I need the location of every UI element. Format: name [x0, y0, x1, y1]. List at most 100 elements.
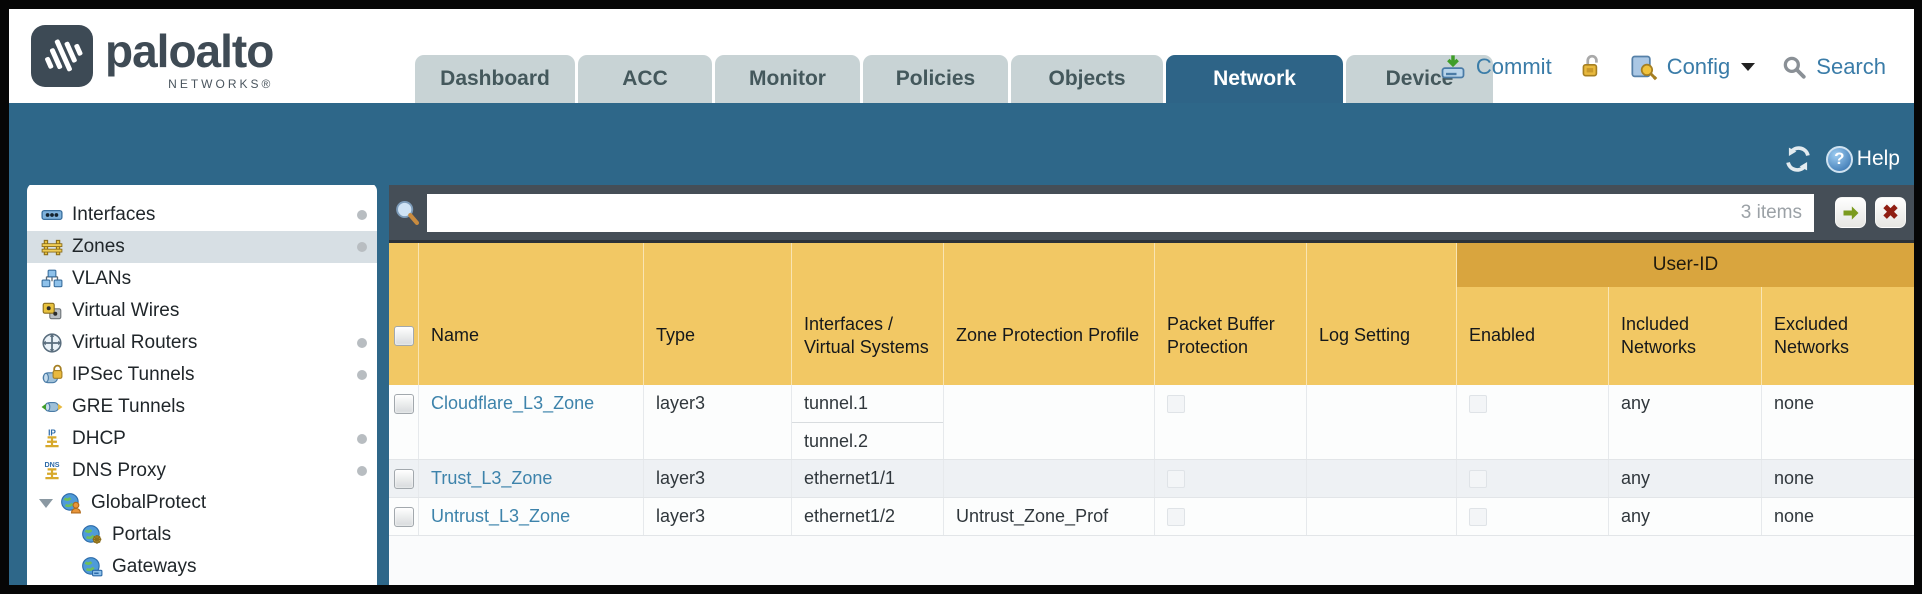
user-id-enabled-checkbox[interactable]	[1469, 394, 1487, 413]
col-header-enabled[interactable]: Enabled	[1457, 287, 1609, 385]
col-header-interfaces[interactable]: Interfaces / Virtual Systems	[792, 243, 944, 385]
collapse-triangle-icon[interactable]	[39, 498, 53, 508]
table-row[interactable]: Cloudflare_L3_Zone layer3 tunnel.1 tunne…	[389, 385, 1914, 460]
ipsec-tunnels-icon	[41, 364, 63, 386]
col-header-log-setting[interactable]: Log Setting	[1307, 243, 1457, 385]
sidebar-item-label: Zones	[72, 236, 125, 257]
col-header-zone-protection-profile[interactable]: Zone Protection Profile	[944, 243, 1155, 385]
col-header-name[interactable]: Name	[419, 243, 644, 385]
col-header-excluded-networks[interactable]: Excluded Networks	[1774, 313, 1850, 357]
sidebar-item-label: Virtual Routers	[72, 332, 198, 353]
search-button[interactable]: Search	[1816, 54, 1886, 79]
packet-buffer-protection-checkbox[interactable]	[1167, 394, 1185, 413]
log-setting	[1307, 498, 1456, 535]
sidebar-item-virtual-routers[interactable]: Virtual Routers	[27, 327, 377, 359]
table-row[interactable]: Trust_L3_Zone layer3 ethernet1/1 any non…	[389, 460, 1914, 498]
zones-icon	[41, 236, 63, 258]
apply-filter-button[interactable]	[1835, 197, 1866, 228]
sidebar-item-vlans[interactable]: VLANs	[27, 263, 377, 295]
commit-button[interactable]: Commit	[1475, 54, 1552, 79]
item-dot	[357, 210, 367, 220]
user-id-enabled-checkbox[interactable]	[1469, 507, 1487, 526]
filter-toolbar: 3 items ✖	[389, 185, 1914, 240]
close-icon: ✖	[1882, 201, 1899, 224]
logo-brand-text: paloalto	[105, 25, 274, 77]
sidebar-item-label: VLANs	[72, 268, 132, 289]
table-header: Name Type Interfaces / Virtual Systems Z…	[389, 243, 1914, 385]
user-id-enabled-checkbox[interactable]	[1469, 469, 1487, 488]
interface-entry: ethernet1/1	[804, 468, 896, 488]
log-setting	[1307, 460, 1456, 497]
included-networks: any	[1621, 506, 1651, 526]
tab-policies[interactable]: Policies	[863, 55, 1008, 103]
globalprotect-icon	[60, 492, 82, 514]
paloalto-wordmark: paloalto NETWORKS®	[105, 25, 274, 91]
help-button[interactable]: ? Help	[1825, 145, 1900, 173]
item-dot	[357, 466, 367, 476]
app-header: paloalto NETWORKS® Dashboard ACC Monitor…	[9, 9, 1914, 103]
clear-filter-button[interactable]: ✖	[1875, 197, 1906, 228]
items-count: 3 items	[1740, 201, 1802, 223]
item-dot	[357, 434, 367, 444]
col-header-packet-buffer-protection[interactable]: Packet Buffer Protection	[1155, 243, 1307, 385]
col-header-type[interactable]: Type	[644, 243, 792, 385]
refresh-icon[interactable]	[1784, 145, 1812, 173]
tab-network[interactable]: Network	[1166, 55, 1343, 103]
tab-device[interactable]: Device	[1346, 55, 1493, 103]
sidebar-item-zones[interactable]: Zones	[27, 231, 377, 263]
dhcp-icon: IP	[41, 428, 63, 450]
sidebar-item-gateways[interactable]: Gateways	[27, 551, 377, 583]
zone-type: layer3	[656, 468, 706, 488]
paloalto-logo-icon	[31, 25, 93, 87]
group-header-user-id: User-ID	[1457, 243, 1914, 287]
item-dot	[357, 242, 367, 252]
sidebar-item-label: DHCP	[72, 428, 126, 449]
tab-monitor[interactable]: Monitor	[715, 55, 860, 103]
row-checkbox[interactable]	[393, 506, 414, 527]
network-sidebar: Interfaces Zones VLANs Vir	[27, 185, 377, 585]
sidebar-item-dns-proxy[interactable]: DNS DNS Proxy	[27, 455, 377, 487]
excluded-networks: none	[1774, 393, 1815, 413]
sidebar-item-globalprotect[interactable]: GlobalProtect	[27, 487, 377, 519]
logo-sub-text: NETWORKS®	[168, 77, 274, 91]
included-networks: any	[1621, 393, 1651, 413]
paloalto-logo: paloalto NETWORKS®	[31, 25, 274, 91]
sidebar-item-label: DNS Proxy	[72, 460, 166, 481]
virtual-wires-icon	[41, 300, 63, 322]
filter-input[interactable]	[427, 193, 1741, 232]
zone-protection-profile	[944, 460, 1154, 497]
packet-buffer-protection-checkbox[interactable]	[1167, 507, 1185, 526]
tab-acc[interactable]: ACC	[578, 55, 712, 103]
packet-buffer-protection-checkbox[interactable]	[1167, 469, 1185, 488]
sidebar-item-dhcp[interactable]: IP DHCP	[27, 423, 377, 455]
header-checkbox-cell	[389, 243, 419, 385]
zone-name-link[interactable]: Untrust_L3_Zone	[431, 506, 571, 526]
filter-input-wrap: 3 items	[427, 193, 1814, 232]
sidebar-item-ipsec-tunnels[interactable]: IPSec Tunnels	[27, 359, 377, 391]
config-icon	[1630, 53, 1658, 81]
sidebar-item-label: GlobalProtect	[91, 492, 207, 513]
virtual-routers-icon	[41, 332, 63, 354]
select-all-checkbox[interactable]	[393, 326, 414, 346]
tab-dashboard[interactable]: Dashboard	[415, 55, 575, 103]
dns-proxy-icon: DNS	[41, 460, 63, 482]
sidebar-item-label: GRE Tunnels	[72, 396, 185, 417]
zone-name-link[interactable]: Cloudflare_L3_Zone	[431, 393, 595, 413]
banner-actions: ? Help	[1784, 145, 1900, 173]
row-checkbox[interactable]	[393, 393, 414, 414]
lock-icon[interactable]	[1578, 54, 1604, 80]
log-setting	[1307, 385, 1456, 422]
sidebar-item-label: Portals	[112, 524, 172, 545]
tab-objects[interactable]: Objects	[1011, 55, 1163, 103]
chevron-down-icon[interactable]	[1741, 63, 1756, 71]
config-menu[interactable]: Config	[1666, 54, 1731, 79]
zone-name-link[interactable]: Trust_L3_Zone	[431, 468, 553, 488]
table-row[interactable]: Untrust_L3_Zone layer3 ethernet1/2 Untru…	[389, 498, 1914, 536]
sidebar-item-interfaces[interactable]: Interfaces	[27, 199, 377, 231]
sidebar-item-virtual-wires[interactable]: Virtual Wires	[27, 295, 377, 327]
col-header-included-networks[interactable]: Included Networks	[1609, 287, 1762, 385]
row-checkbox[interactable]	[393, 468, 414, 489]
sidebar-item-portals[interactable]: Portals	[27, 519, 377, 551]
gre-tunnels-icon	[41, 396, 63, 418]
sidebar-item-gre-tunnels[interactable]: GRE Tunnels	[27, 391, 377, 423]
